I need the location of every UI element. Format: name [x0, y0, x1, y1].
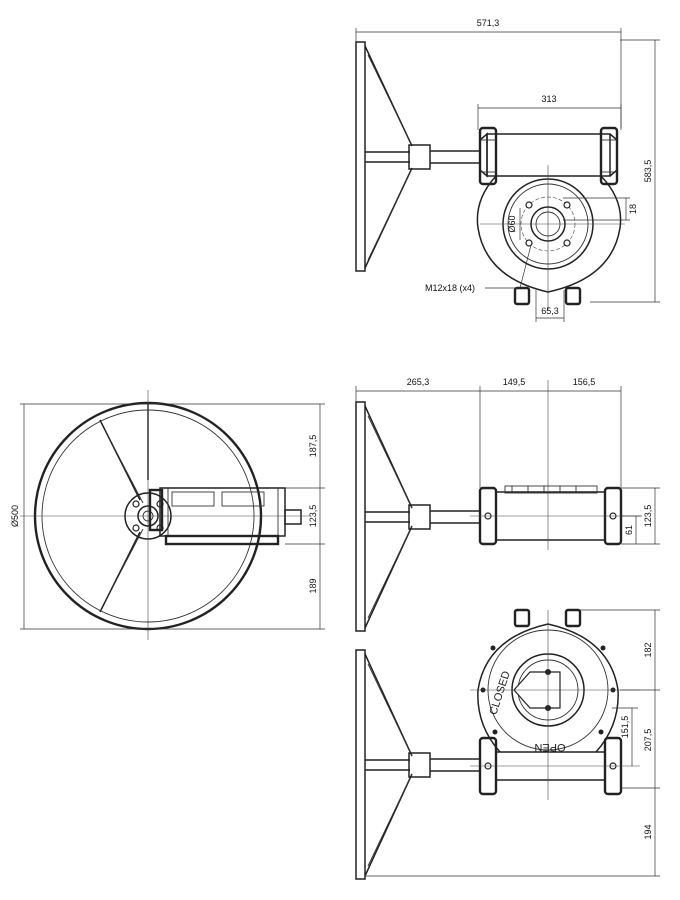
dim-mid-123: 123,5: [643, 505, 653, 528]
dim-top-18: 18: [628, 204, 638, 214]
left-view: [20, 390, 325, 640]
dim-top-inner: 313: [541, 94, 556, 104]
dim-mid-61: 61: [624, 525, 634, 535]
bottom-view: [355, 608, 660, 880]
dim-bot-151: 151,5: [620, 716, 630, 739]
dim-bot-182: 182: [643, 642, 653, 657]
dim-top-width: 571,3: [477, 18, 500, 28]
dim-left-189: 189: [308, 578, 318, 593]
dim-top-bolt: M12x18 (x4): [425, 283, 475, 293]
dim-mid-265: 265,3: [407, 377, 430, 387]
dim-left-123: 123,5: [308, 505, 318, 528]
dim-bot-207: 207,5: [643, 729, 653, 752]
dim-mid-149: 149,5: [503, 377, 526, 387]
dim-bot-194: 194: [643, 824, 653, 839]
dim-mid-156: 156,5: [573, 377, 596, 387]
label-closed: CLOSED: [487, 670, 512, 717]
dim-top-65: 65,3: [541, 306, 559, 316]
dim-left-diameter: Ø500: [10, 505, 20, 527]
label-open: OPEN: [534, 741, 565, 753]
top-view: [355, 28, 660, 322]
dim-top-diameter: Ø60: [507, 215, 517, 232]
dim-top-height: 583,5: [643, 160, 653, 183]
middle-view: [355, 380, 660, 632]
dim-left-187: 187,5: [308, 435, 318, 458]
